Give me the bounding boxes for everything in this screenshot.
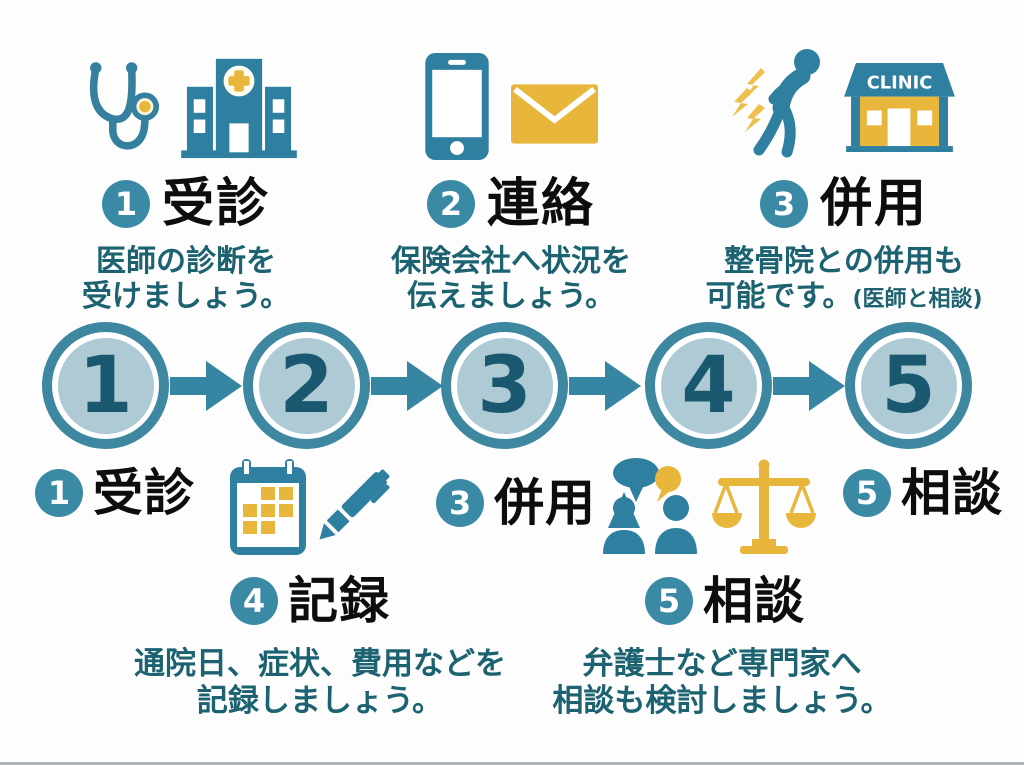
clinic-sign-text: CLINIC <box>867 73 933 94</box>
step-number-badge: 1 <box>101 180 150 228</box>
top-step-3-icons: CLINIC <box>731 42 957 160</box>
note-line: 記録しましょう。 <box>196 683 444 720</box>
step-title: 相談 <box>703 572 805 630</box>
step-title: 連絡 <box>486 174 595 234</box>
consult-note: 弁護士など専門家へ 相談も検討しましょう。 <box>520 646 924 720</box>
top-step-2-icons <box>424 42 598 160</box>
bottom-label-step-1: 1 受診 <box>35 468 195 518</box>
desc-line: 医師の診断を <box>95 244 276 279</box>
stethoscope-icon <box>89 62 159 150</box>
step-title: 併用 <box>819 174 928 234</box>
flow-step-number: 3 <box>456 337 553 434</box>
top-step-3-description: 整骨院との併用も 可能です。(医師と相談) <box>705 244 982 315</box>
desc-line: 可能です。(医師と相談) <box>705 279 982 314</box>
flow-step-number: 4 <box>660 337 757 434</box>
step-title: 記録 <box>288 572 390 630</box>
flow-step-circle-3: 3 <box>441 322 568 449</box>
flow-step-circle-5: 5 <box>845 322 972 449</box>
step-title: 受診 <box>93 464 195 522</box>
bottom-label-step-5: 5 相談 <box>645 576 805 626</box>
clinic-icon: CLINIC <box>844 63 955 152</box>
top-step-3: CLINIC 3 併用 整骨院との併用も 可能です。(医師と相談) <box>685 42 1003 315</box>
top-step-1-description: 医師の診断を 受けましょう。 <box>82 244 290 315</box>
back-pain-person-icon <box>732 49 820 158</box>
arrow-right-icon <box>569 361 641 411</box>
arrow-right-icon <box>371 361 443 411</box>
flow-step-circle-1: 1 <box>42 322 169 449</box>
step-number-badge: 5 <box>645 577 693 625</box>
bottom-label-step-3: 3 併用 <box>436 478 596 528</box>
step-number-badge: 5 <box>843 469 891 517</box>
step-number-badge: 3 <box>436 479 484 527</box>
scales-of-justice-icon <box>712 459 816 554</box>
top-step-1-heading: 1 受診 <box>101 174 270 234</box>
top-step-3-heading: 3 併用 <box>759 174 928 234</box>
flow-step-number: 2 <box>258 337 355 434</box>
step-number-badge: 2 <box>426 180 475 228</box>
pen-icon <box>319 469 390 540</box>
desc-line: 受けましょう。 <box>81 279 291 315</box>
desc-note: (医師と相談) <box>852 287 983 313</box>
flow-step-number: 1 <box>57 337 154 434</box>
calendar-icon <box>230 459 306 555</box>
top-step-2-heading: 2 連絡 <box>426 174 595 234</box>
note-line: 弁護士など専門家へ <box>582 646 862 682</box>
desc-line: 伝えましょう。 <box>406 279 616 315</box>
flow-step-number: 5 <box>860 337 957 434</box>
flow-step-circle-2: 2 <box>243 322 370 449</box>
record-note: 通院日、症状、費用などを 記録しましょう。 <box>108 646 532 720</box>
step-title: 相談 <box>901 464 1003 522</box>
step-number-badge: 4 <box>230 577 278 625</box>
note-line: 相談も検討しましょう。 <box>552 683 892 720</box>
step-number-badge: 3 <box>759 180 808 228</box>
note-line: 通院日、症状、費用などを <box>134 646 506 682</box>
top-step-2-description: 保険会社へ状況を 伝えましょう。 <box>391 244 631 315</box>
step-title: 受診 <box>161 174 270 234</box>
desc-text: 可能です。 <box>705 279 853 315</box>
smartphone-icon <box>424 53 489 160</box>
step-title: 併用 <box>494 474 596 532</box>
top-step-2: 2 連絡 保険会社へ状況を 伝えましょう。 <box>376 42 646 315</box>
top-step-1-icons <box>75 42 298 160</box>
bottom-label-step-4: 4 記録 <box>230 576 390 626</box>
desc-line: 整骨院との併用も <box>724 244 964 279</box>
flow-step-circle-4: 4 <box>645 322 772 449</box>
envelope-icon <box>510 84 598 144</box>
image-bottom-edge <box>0 762 1024 765</box>
arrow-right-icon <box>773 361 845 411</box>
top-step-1: 1 受診 医師の診断を 受けましょう。 <box>40 42 332 315</box>
consultation-people-icon <box>603 458 697 554</box>
hospital-icon <box>180 58 297 159</box>
arrow-right-icon <box>170 361 242 411</box>
bottom-label-step-5-right: 5 相談 <box>843 468 1003 518</box>
desc-line: 保険会社へ状況を <box>391 244 631 279</box>
step-number-badge: 1 <box>35 469 83 517</box>
